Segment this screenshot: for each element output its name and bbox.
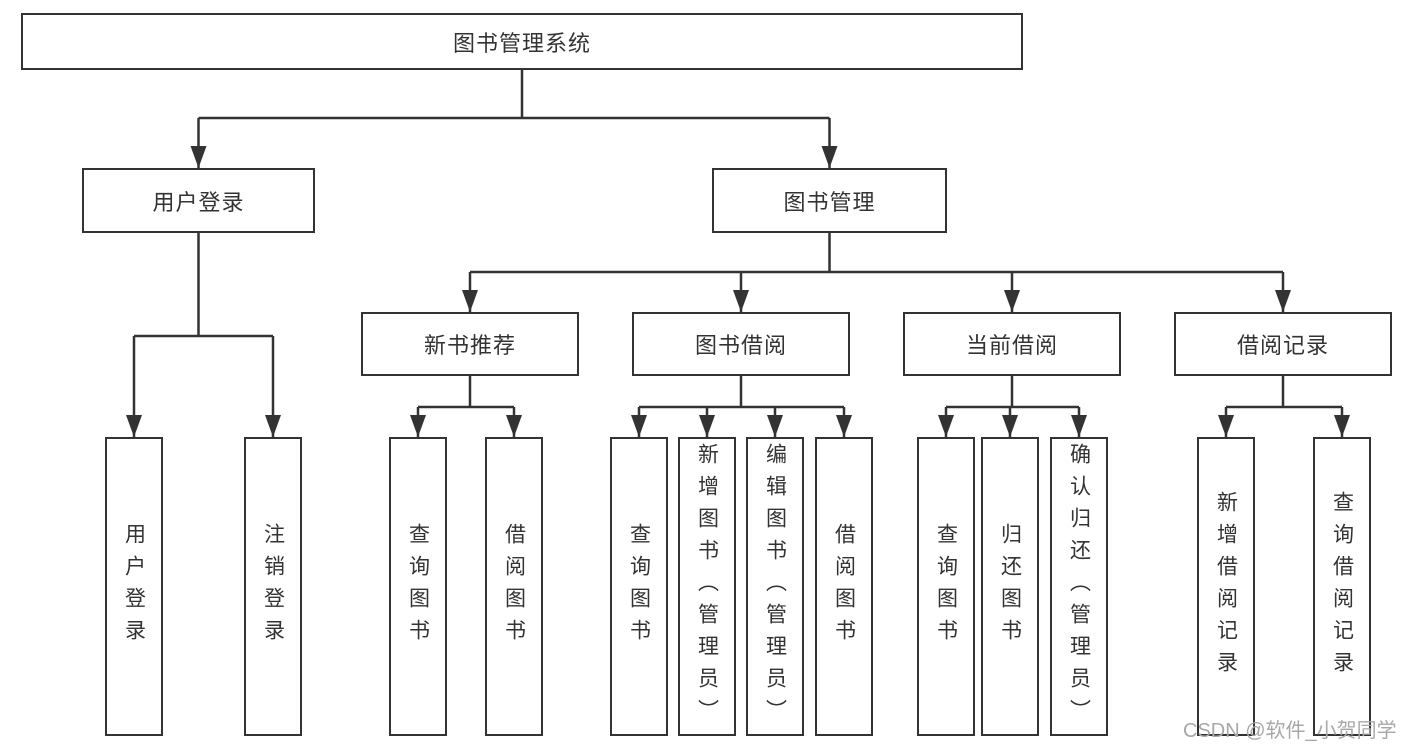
- leaf-borrow-add-books-admin-label: 新增图书（管理员）: [695, 442, 719, 731]
- node-borrowing-records-label: 借阅记录: [1236, 333, 1329, 358]
- leaf-borrow-query-books: 查询图书: [610, 437, 668, 736]
- leaf-current-query-books: 查询图书: [917, 437, 975, 736]
- node-library-system-label: 图书管理系统: [452, 30, 591, 56]
- leaf-current-return-books-label: 归还图书: [998, 522, 1022, 651]
- leaf-borrow-edit-books-admin: 编辑图书（管理员）: [746, 437, 804, 736]
- leaf-current-query-books-label: 查询图书: [934, 522, 958, 651]
- node-user-login: 用户登录: [82, 168, 315, 233]
- leaf-logout-label: 注销登录: [261, 522, 285, 651]
- node-current-borrowing-label: 当前借阅: [965, 333, 1058, 358]
- node-borrowing-records: 借阅记录: [1174, 312, 1392, 376]
- leaf-records-add-record-label: 新增借阅记录: [1214, 490, 1238, 683]
- leaf-borrow-add-books-admin: 新增图书（管理员）: [678, 437, 736, 736]
- watermark-text: CSDN @软件_小贺同学: [1183, 720, 1397, 742]
- leaf-user-login: 用户登录: [105, 437, 163, 736]
- leaf-newbook-borrow-books-label: 借阅图书: [502, 522, 526, 651]
- node-current-borrowing: 当前借阅: [903, 312, 1121, 376]
- leaf-user-login-label: 用户登录: [122, 522, 146, 651]
- leaf-current-confirm-return-admin: 确认归还（管理员）: [1050, 437, 1108, 736]
- leaf-records-add-record: 新增借阅记录: [1197, 437, 1255, 736]
- node-new-book-recommendation-label: 新书推荐: [423, 333, 516, 358]
- node-book-management-label: 图书管理: [783, 189, 876, 215]
- leaf-newbook-borrow-books: 借阅图书: [485, 437, 543, 736]
- node-library-system: 图书管理系统: [21, 13, 1023, 70]
- leaf-logout: 注销登录: [244, 437, 302, 736]
- leaf-current-confirm-return-admin-label: 确认归还（管理员）: [1067, 442, 1091, 731]
- leaf-newbook-query-books: 查询图书: [389, 437, 447, 736]
- node-book-management: 图书管理: [712, 168, 947, 233]
- node-book-borrowing: 图书借阅: [632, 312, 850, 376]
- node-user-login-label: 用户登录: [152, 189, 245, 215]
- leaf-borrow-borrow-books-label: 借阅图书: [832, 522, 856, 651]
- leaf-records-query-record-label: 查询借阅记录: [1330, 490, 1354, 683]
- leaf-borrow-borrow-books: 借阅图书: [815, 437, 873, 736]
- node-book-borrowing-label: 图书借阅: [694, 333, 787, 358]
- node-new-book-recommendation: 新书推荐: [361, 312, 579, 376]
- leaf-borrow-edit-books-admin-label: 编辑图书（管理员）: [763, 442, 787, 731]
- leaf-borrow-query-books-label: 查询图书: [627, 522, 651, 651]
- leaf-records-query-record: 查询借阅记录: [1313, 437, 1371, 736]
- leaf-current-return-books: 归还图书: [981, 437, 1039, 736]
- leaf-newbook-query-books-label: 查询图书: [406, 522, 430, 651]
